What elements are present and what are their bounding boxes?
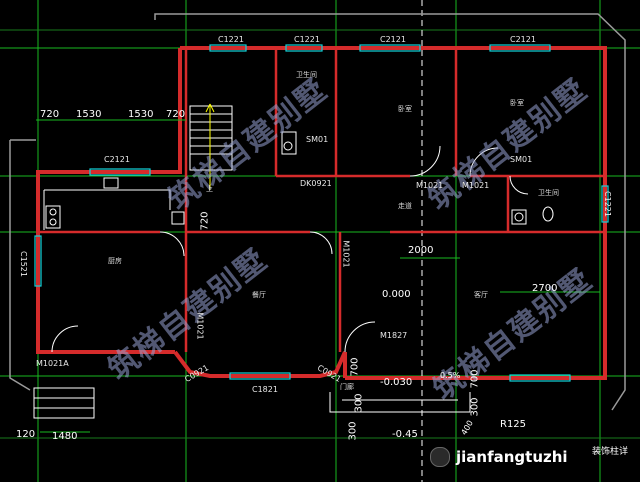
room-label: 走道 xyxy=(398,202,412,210)
window-label: C1221 xyxy=(218,35,244,44)
window xyxy=(89,168,151,176)
room-label: 厨房 xyxy=(108,257,122,265)
door-label: M1021 xyxy=(341,240,351,268)
stair-label: 上 xyxy=(206,185,213,193)
dimension-label: 300 xyxy=(353,393,365,413)
wall xyxy=(180,46,607,380)
roof-outline xyxy=(9,13,626,411)
dimension-label: 120 xyxy=(16,429,36,440)
roof-edge xyxy=(9,140,31,391)
roof-edge xyxy=(154,13,626,411)
exterior-walls xyxy=(36,46,607,380)
dimension-lines xyxy=(36,119,600,433)
door-arc xyxy=(159,231,185,257)
door-arc xyxy=(51,325,79,353)
entry-steps xyxy=(33,387,471,419)
window-label: C1221 xyxy=(602,191,612,217)
door-label: SM01 xyxy=(306,135,329,144)
door-arc xyxy=(509,175,529,195)
window-label: C1521 xyxy=(18,251,28,277)
room-label: 餐厅 xyxy=(252,291,266,299)
wechat-badge: jianfangtuzhi xyxy=(430,446,568,468)
window xyxy=(209,44,247,52)
window-label: C2121 xyxy=(104,155,130,164)
slope-label: 0.5% xyxy=(440,371,461,380)
door-arc xyxy=(309,231,333,255)
door-arc xyxy=(344,321,376,353)
toilet xyxy=(542,206,554,222)
wall xyxy=(36,48,182,354)
room-label: 卧室 xyxy=(398,105,412,113)
door-label: M1827 xyxy=(380,331,408,340)
level-label: -0.030 xyxy=(380,377,413,388)
door-arc xyxy=(469,147,499,177)
dimension-label: 700 xyxy=(349,357,361,377)
dimension-label: 720 xyxy=(40,109,60,120)
windows xyxy=(34,44,609,382)
dimension-label: 700 xyxy=(469,369,481,389)
door-label: M1021 xyxy=(462,181,490,190)
sink xyxy=(103,177,119,189)
level-label: 0.000 xyxy=(382,289,411,300)
stove xyxy=(45,205,61,229)
door-swings xyxy=(51,145,529,353)
dimension-label: 2700 xyxy=(532,283,558,294)
window xyxy=(285,44,323,52)
door-label: DK0921 xyxy=(300,179,332,188)
furniture xyxy=(43,131,554,230)
toilet xyxy=(281,131,297,155)
wall xyxy=(173,350,347,378)
level-label: -0.45 xyxy=(392,429,418,440)
step xyxy=(329,392,471,413)
interior-walls xyxy=(38,48,605,352)
dimension-label: 300 xyxy=(469,397,481,417)
dimension-label: 1530 xyxy=(128,109,154,120)
step xyxy=(33,387,95,419)
window xyxy=(34,235,42,287)
wechat-icon xyxy=(430,447,450,467)
radius-label: R125 xyxy=(500,419,527,430)
dimension-label: 300 xyxy=(347,421,359,441)
room-label: 卫生间 xyxy=(538,189,559,197)
window xyxy=(359,44,421,52)
window xyxy=(229,372,291,380)
basin xyxy=(511,209,527,225)
door-arc xyxy=(409,145,441,177)
room-label: 卧室 xyxy=(510,99,524,107)
window-label: C2121 xyxy=(510,35,536,44)
dimension-label: 720 xyxy=(199,211,211,231)
stairs xyxy=(189,103,233,190)
dimension-label: 720 xyxy=(166,109,186,120)
kitchen-counter xyxy=(44,189,171,210)
window-label: C2121 xyxy=(380,35,406,44)
window xyxy=(601,185,609,223)
door-label: M1021 xyxy=(195,312,205,340)
window xyxy=(489,44,551,52)
door-label: SM01 xyxy=(510,155,533,164)
window-label: C1221 xyxy=(294,35,320,44)
room-label: 卫生间 xyxy=(296,71,317,79)
badge-text: jianfangtuzhi xyxy=(456,448,568,466)
room-label: 门廊 xyxy=(340,383,354,391)
door-label: M1021A xyxy=(36,359,69,368)
corner-note: 装饰柱详 xyxy=(592,447,629,457)
window xyxy=(509,374,571,382)
room-label: 客厅 xyxy=(474,291,488,299)
door-label: M1021 xyxy=(416,181,444,190)
dimension-label: 2000 xyxy=(408,245,434,256)
dimension-label: 1480 xyxy=(52,431,78,442)
column xyxy=(171,211,185,225)
dimension-label: 1530 xyxy=(76,109,102,120)
window-label: C1821 xyxy=(252,385,278,394)
